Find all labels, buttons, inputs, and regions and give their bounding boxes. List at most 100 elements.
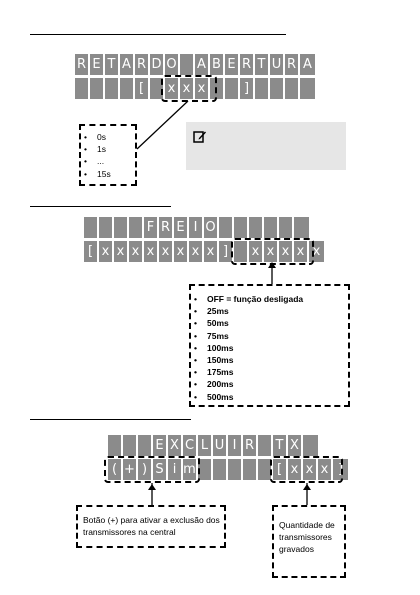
callout-box-quantidade: Quantidade de transmissores gravados [272,505,346,578]
lcd-cell: A [195,54,210,75]
highlight-sim-button [104,456,200,483]
highlight-tx-count [270,456,343,483]
lcd-cell: [ [135,78,150,99]
lcd-cell [228,459,243,480]
options-list-freio: OFF = função desligada25ms50ms75ms100ms1… [191,293,348,403]
lcd-cell: x [288,459,303,480]
lcd-cell [213,459,228,480]
section-rule-freio [30,206,171,207]
lcd-cell: E [90,54,105,75]
lcd-cell: F [144,217,159,238]
lcd-cell [225,78,240,99]
lcd-cell: + [123,459,138,480]
lcd-cell: x [264,241,279,262]
lcd-cell [258,435,273,456]
lcd-cell: x [165,78,180,99]
lcd-cell [75,78,90,99]
option-item: 1s [81,143,135,155]
lcd-cell [264,217,279,238]
option-item: 150ms [191,354,348,366]
options-box-freio: OFF = função desligada25ms50ms75ms100ms1… [189,284,350,407]
value-highlight-retardo [161,75,217,102]
lcd-cell: x [180,78,195,99]
lcd-cell [120,78,135,99]
lcd-cell: x [99,241,114,262]
options-list-retardo: 0s1s...15s [81,131,135,180]
lcd-cell [123,435,138,456]
lcd-cell: x [114,241,129,262]
lcd-cell: R [135,54,150,75]
option-item: 175ms [191,366,348,378]
lcd-cell: x [189,241,204,262]
lcd-cell: C [183,435,198,456]
lcd-cell: ] [240,78,255,99]
lcd-cell [150,78,165,99]
option-item: 25ms [191,305,348,317]
lcd-cell: x [279,241,294,262]
lcd-cell: ) [138,459,153,480]
lcd-cell [114,217,129,238]
lcd-cell: E [225,54,240,75]
lcd-cell: I [189,217,204,238]
lcd-cell: x [174,241,189,262]
edit-note-icon [193,131,206,143]
option-item: 100ms [191,342,348,354]
lcd-cell: x [159,241,174,262]
lcd-cell: R [285,54,300,75]
lcd-cell: m [183,459,198,480]
lcd-cell [270,78,285,99]
lcd-cell: R [159,217,174,238]
lcd-cell: E [153,435,168,456]
lcd-cell [210,78,225,99]
lcd-cell: O [165,54,180,75]
lcd-cell [129,217,144,238]
lcd-cell: x [294,241,309,262]
lcd-cell: T [255,54,270,75]
lcd-cell: O [204,217,219,238]
section-rule-excluir [30,419,191,420]
lcd-cell [138,435,153,456]
lcd-cell: ] [219,241,234,262]
note-box [186,122,346,170]
option-item: 200ms [191,378,348,390]
lcd-cell: S [153,459,168,480]
lcd-cell: E [174,217,189,238]
lcd-cell: D [150,54,165,75]
lcd-cell [180,54,195,75]
lcd-cell: B [210,54,225,75]
lcd-cell: L [198,435,213,456]
lcd-cell: x [204,241,219,262]
lcd-cell [258,459,273,480]
lcd-cell: x [195,78,210,99]
option-item: ... [81,155,135,167]
lcd-cell [84,217,99,238]
lcd-cell: X [288,435,303,456]
lcd-cell [279,217,294,238]
lcd-cell [90,78,105,99]
lcd-cell [198,459,213,480]
lcd-cell: ( [108,459,123,480]
lcd-cell: T [273,435,288,456]
lcd-cell: I [228,435,243,456]
option-item: 75ms [191,330,348,342]
lcd-cell: U [213,435,228,456]
callout-text-quantidade: Quantidade de transmissores gravados [279,520,335,554]
lcd-cell: [ [84,241,99,262]
lcd-cell [234,241,249,262]
lcd-cell: x [129,241,144,262]
lcd-cell: R [240,54,255,75]
lcd-cell: x [249,241,264,262]
lcd-cell [105,78,120,99]
lcd-cell: x [144,241,159,262]
lcd-cell: [ [273,459,288,480]
option-item: 15s [81,168,135,180]
option-item: OFF = função desligada [191,293,348,305]
lcd-cell: A [120,54,135,75]
option-item: 0s [81,131,135,143]
lcd-cell: x [318,459,333,480]
